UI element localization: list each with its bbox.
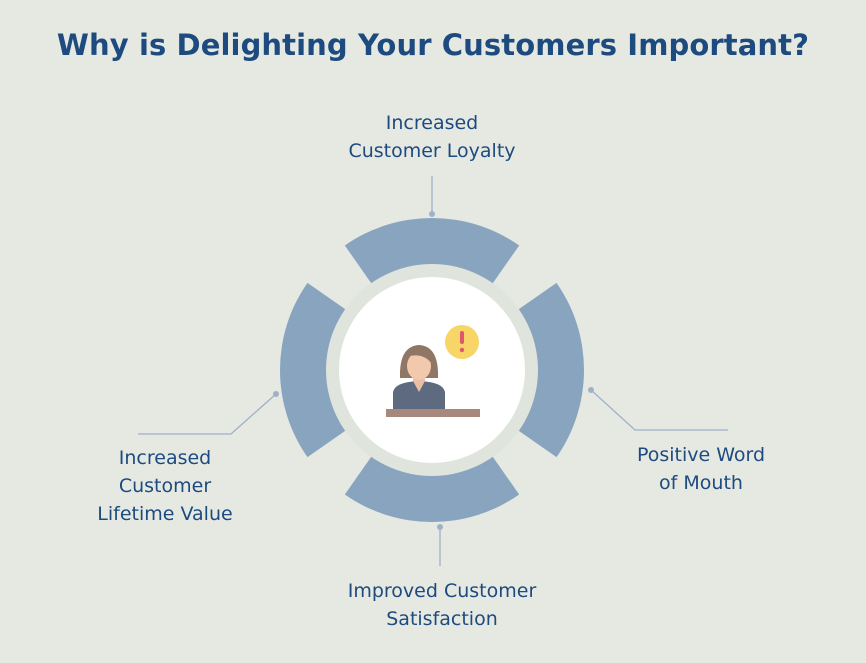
connector-dot-top <box>429 211 435 217</box>
customer-support-icon <box>386 325 480 417</box>
desk-icon <box>386 409 480 417</box>
segment-bottom <box>344 454 520 523</box>
segment-right <box>516 282 584 458</box>
connectors <box>138 176 728 566</box>
label-increased-customer-loyalty: Increased Customer Loyalty <box>348 112 516 162</box>
connector-dots <box>273 211 594 530</box>
segment-top <box>344 217 520 286</box>
connector-dot-left <box>273 391 279 397</box>
alert-icon <box>445 325 479 359</box>
connector-dot-right <box>588 387 594 393</box>
segment-left <box>280 282 348 458</box>
label-increased-customer-lifetime-value: Increased Customer Lifetime Value <box>97 447 233 525</box>
person-icon <box>393 345 445 410</box>
page-title: Why is Delighting Your Customers Importa… <box>56 28 810 62</box>
connector-right <box>590 389 728 431</box>
label-improved-customer-satisfaction: Improved Customer Satisfaction <box>347 580 537 630</box>
connector-left <box>138 393 277 435</box>
label-positive-word-of-mouth: Positive Word of Mouth <box>636 444 766 494</box>
ring-segments <box>280 217 584 523</box>
connector-dot-bottom <box>437 524 443 530</box>
